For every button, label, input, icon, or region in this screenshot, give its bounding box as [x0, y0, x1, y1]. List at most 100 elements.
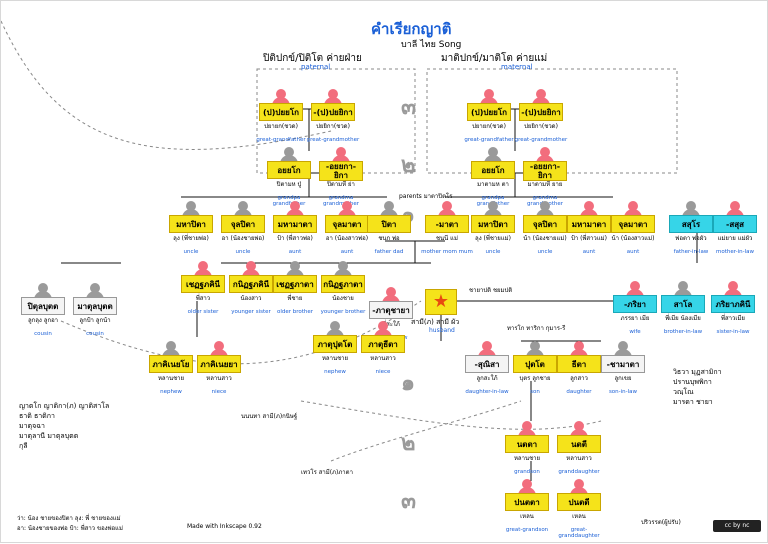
person-thai: พี่ชาย: [287, 295, 303, 302]
self-en: husband: [429, 327, 455, 334]
person-thai: หลานสาว: [206, 375, 232, 382]
legend-line: กุลี: [19, 442, 28, 450]
legend-line: มารดา ชายา: [673, 398, 713, 406]
person-thai: ปยายก(ชวด): [264, 123, 298, 130]
person-label: สาโล: [661, 295, 705, 313]
person-label: ปุตโต: [513, 355, 557, 373]
person-label: เชฏฐภาตา: [273, 275, 317, 293]
person-english: great-grandmother: [306, 137, 360, 143]
person-thai: หลานชาย: [157, 375, 185, 382]
person-thai: มาตามห ตา: [477, 181, 509, 188]
person-english: daughter: [566, 389, 592, 395]
person-thai: น้องชาย: [332, 295, 354, 302]
person-english: younger sister: [231, 309, 271, 315]
person-label: -มาตา: [425, 215, 469, 233]
person-thai: มาตามหี ยาย: [527, 181, 563, 188]
person-english: daughter-in-law: [465, 389, 509, 395]
legend-right: วิธวา มุฏสามิกา ปรานบุพพิกา วณฺโณ มารดา …: [673, 367, 722, 407]
person-english: son-in-law: [608, 389, 638, 395]
footer-note: ว่า: น้อง ชายของปิตา ลุง: พี่ ชายของแม่ …: [17, 513, 123, 533]
person-thai: หลานสาว: [370, 355, 396, 362]
footer-line: ว่า: น้อง ชายของปิตา ลุง: พี่ ชายของแม่: [17, 515, 121, 522]
person-english: brother-in-law: [663, 329, 703, 335]
person-thai: พี่สะใภ้: [382, 321, 400, 328]
person-english: wife: [629, 329, 641, 335]
person-label: -อยยกา-ยิกา: [523, 161, 567, 181]
person-english: great-grandfather: [256, 137, 306, 143]
person-english: son: [530, 389, 540, 395]
children-label: ทารโก ทาริกา กุมาร-รี: [507, 325, 566, 332]
person-english: granddaughter: [558, 469, 600, 475]
license-badge: cc by nc: [713, 520, 761, 532]
person-label: มหาปิตา: [169, 215, 213, 233]
person-english: grandson: [514, 469, 540, 475]
person-english: great-granddaughter: [558, 527, 600, 539]
paternal-title: ปิติปกข์/ปิติโต ค่ายฝ่าย: [263, 53, 362, 64]
maternal-title: มาติปกข์/มาติโต ค่ายแม่: [441, 53, 548, 64]
person-thai: หลานสาว: [566, 455, 592, 462]
footer-author: ปริวรรต(ผู้ปรับ): [641, 519, 681, 526]
person-english: older sister: [187, 309, 219, 315]
person-thai: หลานชาย: [513, 455, 541, 462]
person-thai: ป้า (พี่สาวแม่): [571, 235, 607, 242]
person-english: grandma grandmother: [322, 195, 360, 207]
person-english: mother mom mum: [421, 249, 473, 255]
person-label: กนิฏฐภคินี: [229, 275, 273, 293]
person-label: อยยโก: [267, 161, 311, 179]
person-thai: ป้า (พี่สาวพ่อ): [277, 235, 313, 242]
person-label: -สุณิสา: [465, 355, 509, 373]
person-label: จุลปิตา: [221, 215, 265, 233]
person-label: ภาตุปุตโต: [313, 335, 357, 353]
person-thai: ลูกสาว: [570, 375, 588, 382]
person-thai: ลุง (พี่ชายแม่): [475, 235, 511, 242]
person-label: จุลปิตา: [523, 215, 567, 233]
person-thai: แม่ยาย แม่ผัว: [717, 235, 753, 242]
person-label: -ชามาตา: [601, 355, 645, 373]
person-label: กนิฏฐภาตา: [321, 275, 365, 293]
person-label: -(ป)ปยยิกา: [311, 103, 355, 121]
person-english: aunt: [626, 249, 640, 255]
person-thai: พ่อตา พ่อผัว: [675, 235, 707, 242]
person-thai: ลูกเขย: [614, 375, 632, 382]
in-law-label: นนนทา สามี(ภ)กนิษฐ์: [241, 413, 298, 420]
person-english: niece: [211, 389, 227, 395]
person-thai: ลูกลุง ลูกอา: [27, 317, 59, 324]
footer-credit: Made with Inkscape 0.92: [187, 523, 262, 530]
parents-label: parents มาตาปิตโร: [399, 193, 453, 200]
person-thai: เหลน: [520, 513, 534, 520]
person-label: (ป)ปยยโก: [467, 103, 511, 121]
person-label: -ภริยา: [613, 295, 657, 313]
person-thai: ปิตามหี ย่า: [327, 181, 355, 188]
person-english: aunt: [582, 249, 596, 255]
legend-line: ญาตโก ญาติกา(ภ) ญาติสาโล: [19, 402, 110, 410]
person-thai: อา (น้องชายพ่อ): [221, 235, 265, 242]
person-english: mother-in-law: [715, 249, 755, 255]
person-label: -อยยกา-ยิกา: [319, 161, 363, 181]
person-thai: น้องสาว: [240, 295, 262, 302]
person-thai: ลูกป้า ลูกน้า: [79, 317, 111, 324]
person-english: father-in-law: [673, 249, 709, 255]
person-english: nephew: [160, 389, 182, 395]
person-label: สสุโร: [669, 215, 713, 233]
person-english: great-grandson: [505, 527, 549, 533]
person-thai: ชนนี แม่: [435, 235, 458, 242]
person-english: great-grandfather: [464, 137, 514, 143]
person-english: nephew: [324, 369, 346, 375]
person-label: ธีตา: [557, 355, 601, 373]
page-title: คำเรียกญาติ: [371, 20, 452, 38]
person-label: จุลมาตา: [325, 215, 369, 233]
person-thai: พี่สาวเมีย: [721, 315, 745, 322]
person-label: -(ป)ปยยิกา: [519, 103, 563, 121]
legend-line: ปรานบุพพิกา: [673, 378, 712, 386]
person-english: uncle: [485, 249, 501, 255]
person-english: sister-in-law: [716, 329, 750, 335]
brother-in-law-label: เทวโร สามี(ภ)ภาตา: [301, 469, 353, 476]
person-thai: หลานชาย: [321, 355, 349, 362]
legend-left: ญาตโก ญาติกา(ภ) ญาติสาโล ธาติ ธาติกา มาต…: [19, 401, 109, 451]
person-english: cousin: [86, 331, 104, 337]
person-label: จุลมาตา: [611, 215, 655, 233]
legend-line: มาตุจฉา: [19, 422, 45, 430]
person-thai: ชนก พ่อ: [378, 235, 400, 242]
person-label: -สสุส: [713, 215, 757, 233]
